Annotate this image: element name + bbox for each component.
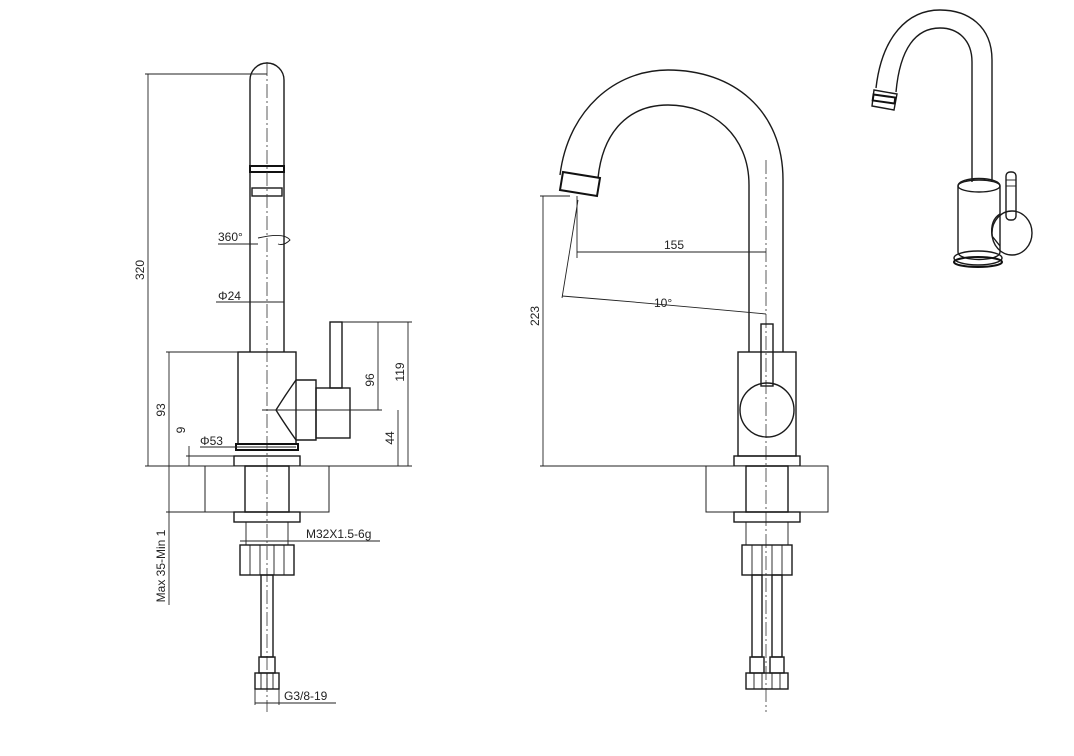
front-body <box>737 351 797 457</box>
dim-base-diameter: Φ53 <box>200 434 223 448</box>
front-countertop-left <box>705 465 747 513</box>
dim-mount-thickness: Max 35-Min 1 <box>154 529 168 602</box>
side-view: 320 360° Φ24 93 9 Φ53 96 119 44 <box>133 62 412 712</box>
dim-handle-height: 96 <box>363 373 377 387</box>
front-lever <box>760 323 774 387</box>
front-view: 155 10° 223 <box>528 69 829 712</box>
perspective-spout-outer <box>875 9 993 182</box>
handle-disc <box>739 382 795 438</box>
perspective-view <box>871 9 1033 268</box>
dim-lever-base: 44 <box>383 431 397 445</box>
dim-thread: M32X1.5-6g <box>306 527 371 541</box>
perspective-handle <box>991 210 1033 256</box>
dim-hose-thread: G3/8-19 <box>284 689 328 703</box>
countertop-right <box>288 465 330 513</box>
dim-base-offset: 9 <box>174 426 188 433</box>
dim-swing-angle: 10° <box>654 296 672 310</box>
lever <box>329 321 343 389</box>
dim-total-height: 320 <box>133 260 147 280</box>
countertop-left <box>204 465 246 513</box>
dim-body-height: 93 <box>154 403 168 417</box>
handle-cone <box>275 379 317 441</box>
dim-spout-diameter: Φ24 <box>218 289 241 303</box>
front-countertop-right <box>787 465 829 513</box>
dim-reach: 155 <box>664 238 684 252</box>
aerator-tip <box>558 170 602 198</box>
dim-lever-height: 119 <box>393 362 407 381</box>
perspective-spout-inner <box>895 27 973 182</box>
spout-outer <box>559 69 784 352</box>
perspective-lever <box>1005 171 1017 221</box>
perspective-body <box>957 177 1001 261</box>
dim-rotation: 360° <box>218 230 243 244</box>
spout-inner <box>597 104 750 352</box>
dim-spout-height: 223 <box>528 306 542 326</box>
